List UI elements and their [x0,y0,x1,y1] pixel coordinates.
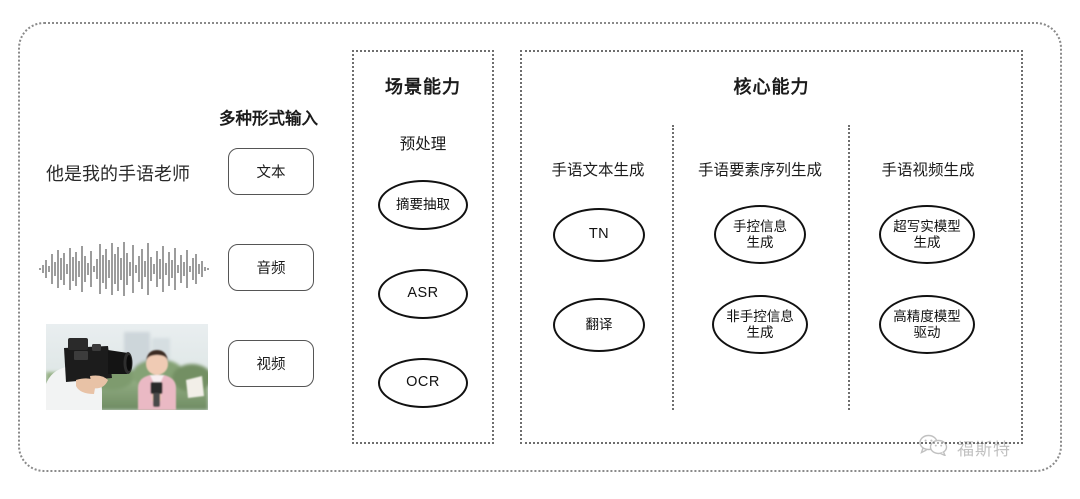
core-node-highprecision-model-driving-line2: 驱动 [913,324,941,340]
modality-chip-audio-label: 音频 [256,261,286,277]
scene-group-header-preprocess: 预处理 [399,136,447,153]
watermark: 福斯特 [918,434,1011,461]
core-node-nonmanual-signal-generation-line1: 非手控信息 [726,308,794,324]
scene-node-ocr[interactable]: OCR [378,358,468,408]
modality-chip-video-label: 视频 [256,357,286,373]
core-node-manual-signal-generation-line2: 生成 [746,234,774,250]
core-node-photoreal-model-generation-line2: 生成 [913,234,941,250]
core-node-tn[interactable]: TN [553,208,645,262]
sample-text: 他是我的手语老师 [46,164,190,184]
core-node-manual-signal-generation[interactable]: 手控信息 生成 [714,205,806,264]
modality-chip-video[interactable]: 视频 [228,340,314,387]
core-column-header-text-generation: 手语文本生成 [551,162,645,179]
input-section-heading: 多种形式输入 [219,110,318,128]
audio-waveform [38,240,214,298]
scene-node-summary-extraction[interactable]: 摘要抽取 [378,180,468,230]
watermark-text: 福斯特 [957,440,1011,459]
core-node-photoreal-model-generation-line1: 超写实模型 [893,218,961,234]
core-node-translation-label: 翻译 [585,317,613,333]
modality-chip-text-label: 文本 [256,165,286,181]
core-column-divider-2 [848,125,850,410]
core-column-header-element-sequence: 手语要素序列生成 [697,162,822,179]
core-capability-title: 核心能力 [733,77,810,97]
video-thumbnail [46,324,208,410]
core-node-highprecision-model-driving-line1: 高精度模型 [893,308,961,324]
core-capability-panel: 核心能力 [520,50,1023,444]
wechat-bubble-icon [918,434,950,461]
outer-frame [18,22,1062,472]
modality-chip-text[interactable]: 文本 [228,148,314,195]
core-node-nonmanual-signal-generation-line2: 生成 [746,324,774,340]
scene-node-summary-extraction-label: 摘要抽取 [396,197,450,213]
scene-capability-title: 场景能力 [385,77,461,97]
core-column-header-video-generation: 手语视频生成 [881,162,975,179]
core-node-photoreal-model-generation[interactable]: 超写实模型 生成 [879,205,975,264]
core-column-divider-1 [672,125,674,410]
core-node-manual-signal-generation-line1: 手控信息 [733,218,787,234]
core-node-highprecision-model-driving[interactable]: 高精度模型 驱动 [879,295,975,354]
scene-node-asr[interactable]: ASR [378,269,468,319]
core-node-translation[interactable]: 翻译 [553,298,645,352]
core-node-nonmanual-signal-generation[interactable]: 非手控信息 生成 [712,295,808,354]
scene-capability-panel: 场景能力 [352,50,494,444]
core-node-tn-label: TN [588,226,610,243]
scene-node-ocr-label: OCR [406,374,440,391]
scene-node-asr-label: ASR [407,285,439,302]
modality-chip-audio[interactable]: 音频 [228,244,314,291]
